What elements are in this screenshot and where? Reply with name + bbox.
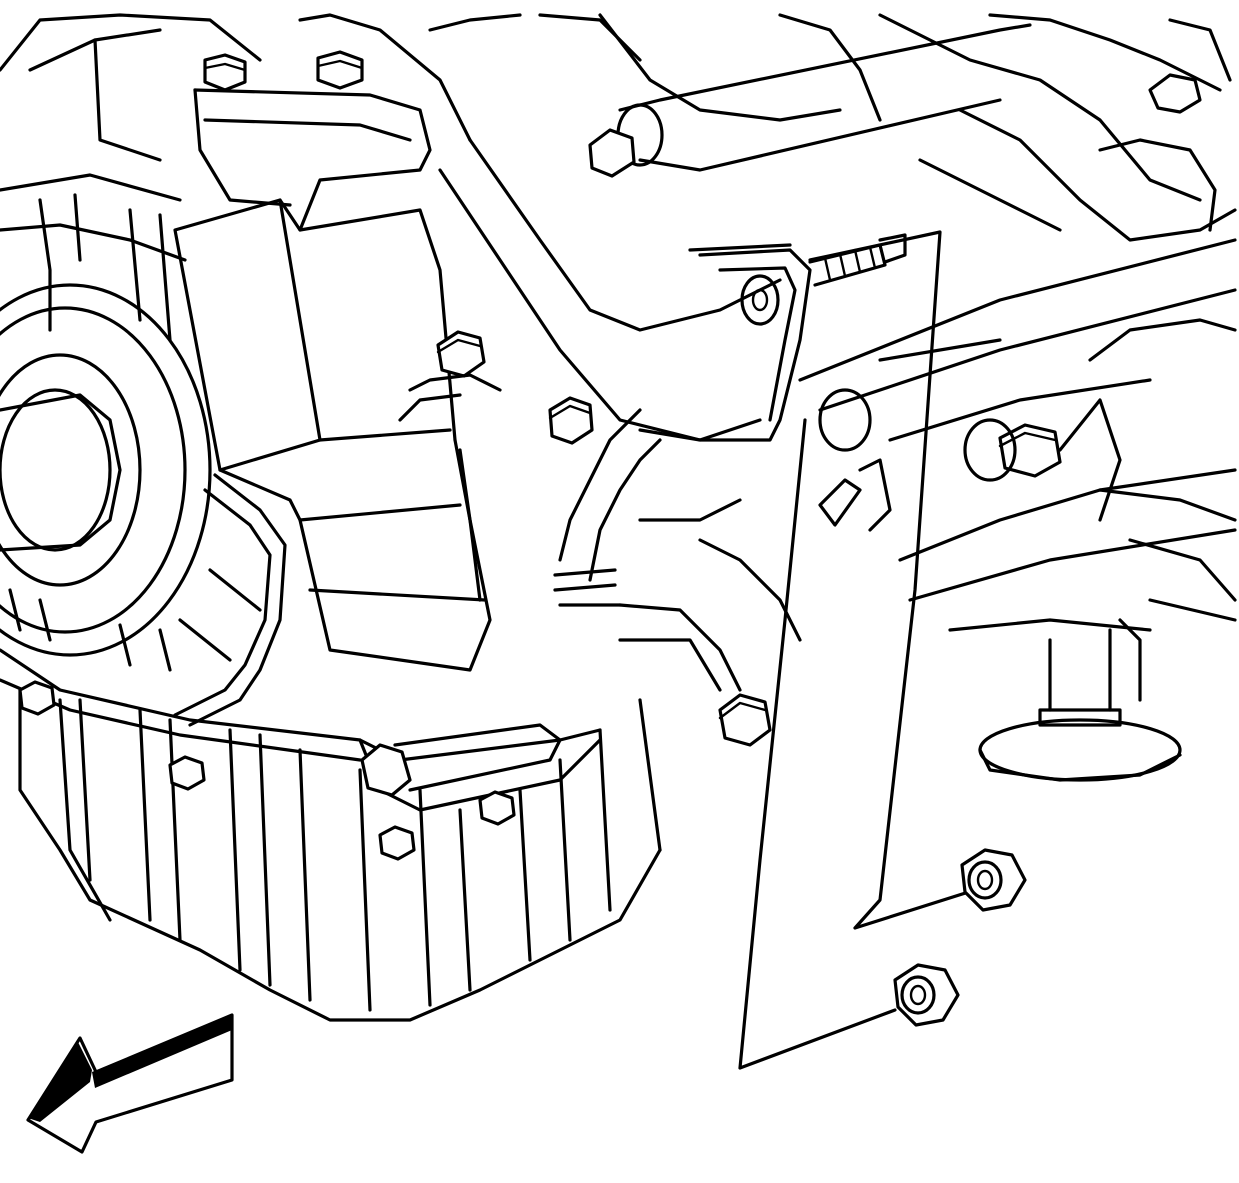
oil-pan-front-bolt <box>360 723 562 797</box>
oil-pan-bolt-4 <box>478 790 516 826</box>
wiring-harness <box>8 473 287 727</box>
bolt-top-center <box>316 50 364 90</box>
forward-direction-arrow-icon <box>26 1013 234 1154</box>
bolt-lower-center <box>718 693 772 747</box>
oil-pan-bolt-3 <box>378 825 416 861</box>
frame-crossmember <box>798 238 1237 632</box>
mount-bracket-column <box>173 198 492 672</box>
upper-bracket <box>193 88 432 232</box>
bolt-top-right <box>1148 73 1202 114</box>
bolt-top-left <box>203 53 247 92</box>
bolt-center-upper <box>436 330 486 378</box>
mount-nut-upper <box>960 848 1027 912</box>
harmonic-balancer <box>0 193 212 657</box>
callout-frame <box>738 230 977 1070</box>
oil-pan-bolt-2 <box>168 755 206 791</box>
mount-nut-lower <box>893 963 960 1027</box>
engine-block-outline <box>0 13 1237 262</box>
oil-pan-bolt-left <box>18 680 56 716</box>
fluid-line <box>553 408 802 692</box>
bent-pipe <box>398 138 782 602</box>
oil-pan <box>0 648 662 1022</box>
frame-hole <box>818 388 892 532</box>
bolt-frame-right <box>963 418 1062 482</box>
engine-mount-bracket <box>638 243 812 442</box>
bolt-center-mid <box>548 396 594 445</box>
support-stand <box>978 618 1182 782</box>
upper-tube <box>588 23 1032 178</box>
